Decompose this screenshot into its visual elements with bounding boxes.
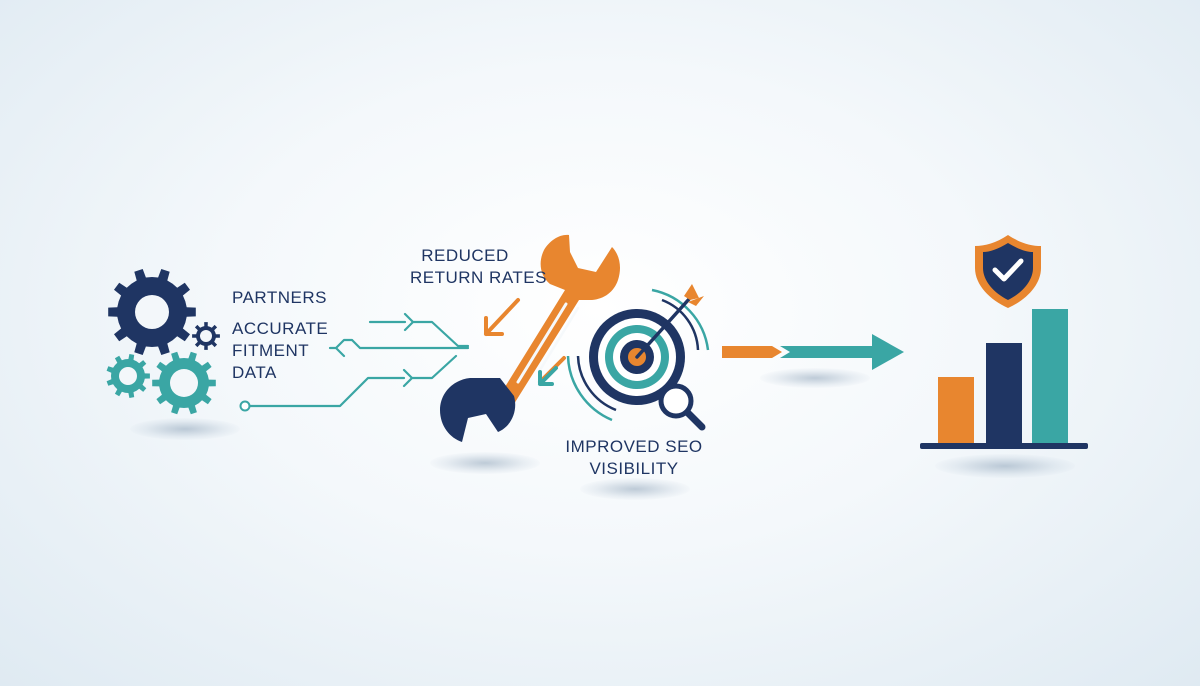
gear-teal-left <box>106 354 150 398</box>
chart-shadow <box>935 454 1075 478</box>
teal-arrow-small <box>538 366 558 386</box>
connector-start-node <box>239 400 251 412</box>
arrow-tail-orange <box>722 346 772 358</box>
wrench-shadow <box>430 452 540 474</box>
target-icon <box>566 284 710 431</box>
shield-check-icon <box>975 235 1041 308</box>
label-improved-seo-visibility: IMPROVED SEO VISIBILITY <box>565 437 703 478</box>
wrench-icon <box>440 234 620 442</box>
bar-2 <box>986 343 1022 445</box>
gear-navy-small <box>192 322 220 350</box>
orange-arrow-left <box>484 298 520 336</box>
bar-1 <box>938 377 974 445</box>
gear-teal-right <box>152 351 216 415</box>
connector-line-middle <box>328 338 470 358</box>
gears-icon <box>106 269 220 415</box>
check-icon <box>992 258 1024 282</box>
bar-chart-icon <box>920 309 1088 449</box>
connector-line-top <box>368 312 470 348</box>
gears-shadow <box>130 418 240 440</box>
dart-icon <box>635 296 692 359</box>
chart-baseline <box>920 443 1088 449</box>
arrow-icon <box>722 334 904 370</box>
wrench-head-navy <box>440 378 516 442</box>
label-reduced-return-rates: REDUCED RETURN RATES <box>410 246 547 287</box>
arrow-body-teal <box>780 334 904 370</box>
target-shadow <box>580 478 690 500</box>
arrow-shadow <box>760 368 870 388</box>
gear-navy-large <box>108 269 196 355</box>
label-accurate-fitment-data: ACCURATE FITMENT DATA <box>232 319 329 382</box>
label-partners: PARTNERS <box>232 288 328 307</box>
bar-3 <box>1032 309 1068 445</box>
magnifier-icon <box>658 383 706 431</box>
connector-lines <box>239 312 470 412</box>
connector-line-bottom <box>248 354 458 408</box>
